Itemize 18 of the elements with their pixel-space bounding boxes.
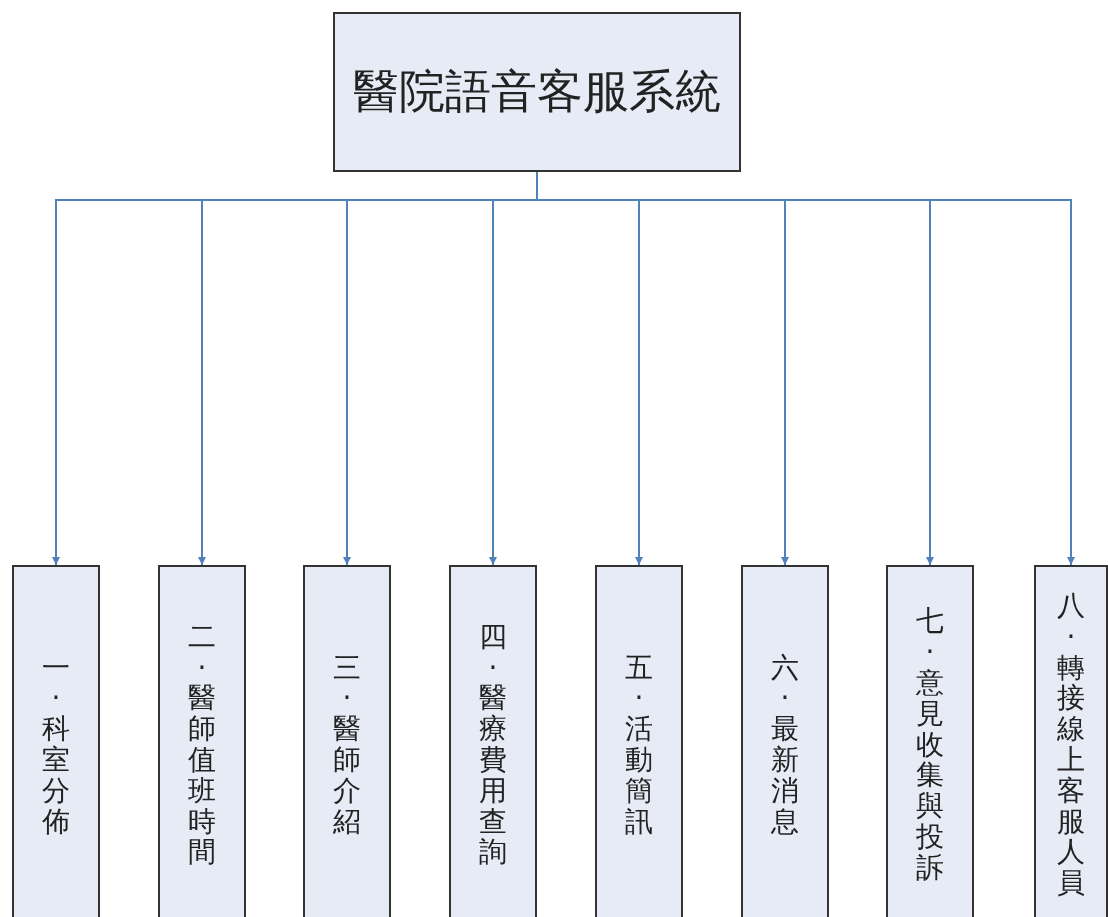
category-box xyxy=(12,565,100,917)
category-label: 二·醫師值班時間 xyxy=(188,621,216,869)
category-box xyxy=(886,565,974,917)
category-label: 一·科室分佈 xyxy=(42,652,70,838)
category-box xyxy=(158,565,246,917)
category-label: 七·意見收集與投訴 xyxy=(916,606,944,884)
root-box xyxy=(333,12,741,172)
system-title: 醫院語音客服系統 xyxy=(353,63,721,120)
category-box xyxy=(741,565,829,917)
category-label: 六·最新消息 xyxy=(771,652,799,838)
category-box xyxy=(595,565,683,917)
category-label: 四·醫療費用查詢 xyxy=(479,621,507,869)
category-box xyxy=(1034,565,1108,917)
category-label: 八·轉接線上客服人員 xyxy=(1057,591,1085,899)
category-box xyxy=(449,565,537,917)
category-label: 五·活動簡訊 xyxy=(625,652,653,838)
category-box xyxy=(303,565,391,917)
category-label: 三·醫師介紹 xyxy=(333,652,361,838)
